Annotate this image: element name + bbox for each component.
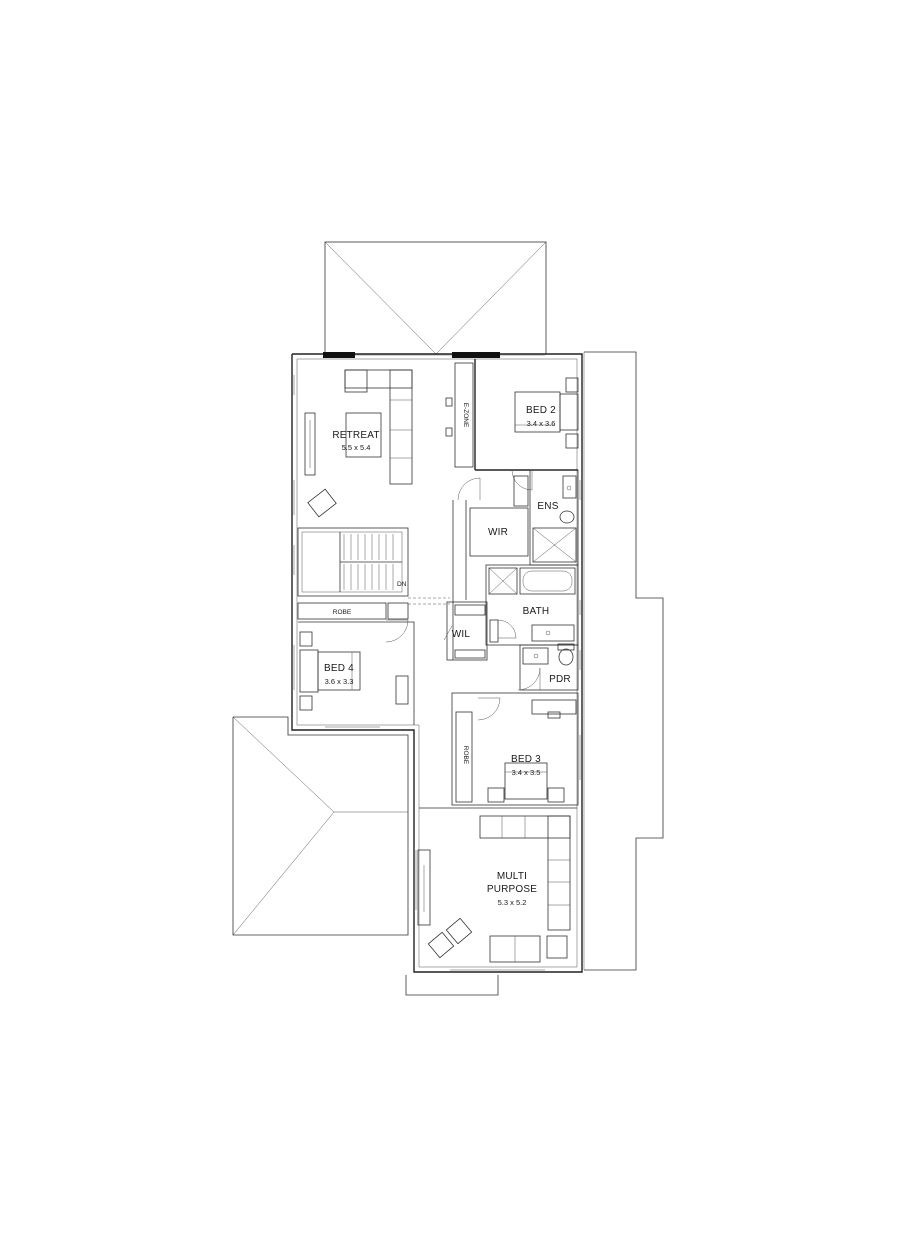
wil-label: WIL (452, 629, 471, 640)
staircase (301, 531, 403, 593)
roof-right (583, 351, 664, 971)
interior-walls (297, 359, 579, 809)
bottom-projection (405, 975, 499, 996)
bed2-label: BED 2 (526, 405, 556, 416)
multipurpose-label-line2: PURPOSE (487, 884, 537, 895)
outer-walls (291, 353, 583, 973)
ezone-desk (445, 362, 474, 468)
bath-fixtures (488, 567, 576, 643)
wil-shelves (454, 604, 486, 659)
pdr-fixtures (522, 643, 575, 666)
bed4-furniture (299, 631, 409, 711)
ens-label: ENS (537, 501, 558, 512)
doors (385, 469, 541, 721)
multipurpose-label-line1: MULTI (497, 871, 527, 882)
retreat-furniture (304, 369, 413, 518)
bed3-size: 3.4 x 3.5 (512, 768, 541, 777)
bath-label: BATH (523, 606, 550, 617)
bed4-label: BED 4 (324, 663, 354, 674)
room-labels: RETREAT 5.5 x 5.4 E-ZONE BED 2 3.4 x 3.6… (324, 403, 571, 907)
window-block-right (452, 352, 500, 358)
ensuite-fixtures (513, 475, 577, 563)
multipurpose-size: 5.3 x 5.2 (498, 898, 527, 907)
window-block-left (323, 352, 355, 358)
robe-top-label: ROBE (333, 609, 352, 616)
roof-top (324, 241, 547, 355)
pdr-label: PDR (549, 674, 571, 685)
retreat-label: RETREAT (332, 430, 379, 441)
bed2-furniture (514, 377, 579, 449)
bed4-size: 3.6 x 3.3 (325, 677, 354, 686)
multipurpose-furniture (417, 815, 571, 963)
stair-label: DN (397, 581, 407, 588)
robe-bed3-label: ROBE (462, 746, 469, 765)
retreat-size: 5.5 x 5.4 (342, 443, 371, 452)
bed3-furniture (455, 699, 577, 803)
windows (293, 354, 581, 971)
ezone-label: E-ZONE (462, 403, 469, 428)
roof-bottom-left (232, 716, 409, 936)
bed3-label: BED 3 (511, 754, 541, 765)
wir-label: WIR (488, 527, 508, 538)
bed2-size: 3.4 x 3.6 (527, 419, 556, 428)
